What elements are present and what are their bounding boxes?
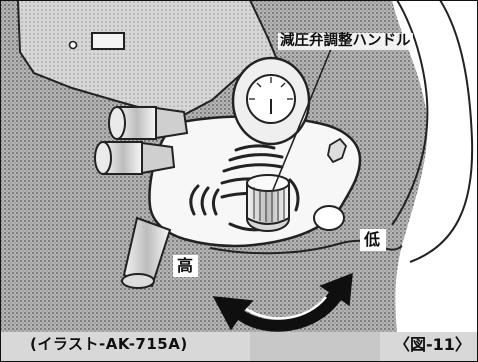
caption-strip-gap [250, 332, 380, 362]
fitting-lower [94, 141, 176, 175]
rotation-arrow-highlight [245, 296, 327, 320]
right-arc [391, 0, 429, 226]
callout-label: 減圧弁調整ハンドル [278, 33, 413, 50]
pin [327, 137, 348, 164]
right-curve-outline [409, 0, 474, 263]
lower-edge [209, 239, 403, 255]
bottom-tube-end [121, 273, 155, 289]
model-caption: (イラスト-AK-715A) [30, 335, 188, 353]
round-hole [313, 205, 345, 231]
knob-cap [246, 174, 290, 192]
high-label: 高 [177, 256, 194, 275]
gauge-ticks [249, 77, 293, 100]
low-label-bg [360, 229, 386, 251]
low-label: 低 [364, 230, 381, 249]
fitting-upper [108, 106, 189, 140]
small-hole [68, 40, 78, 50]
figure-number: 〈図-11〉 [394, 335, 471, 354]
high-label-bg [173, 255, 198, 277]
upper-body [16, 0, 280, 120]
top-slot [91, 32, 125, 50]
bottom-tube [122, 216, 172, 288]
rotation-arrow [212, 272, 353, 332]
right-white-area [392, 0, 478, 362]
caption-strip [0, 332, 478, 362]
knob-grooves [253, 187, 285, 222]
callout-leader [272, 48, 332, 191]
